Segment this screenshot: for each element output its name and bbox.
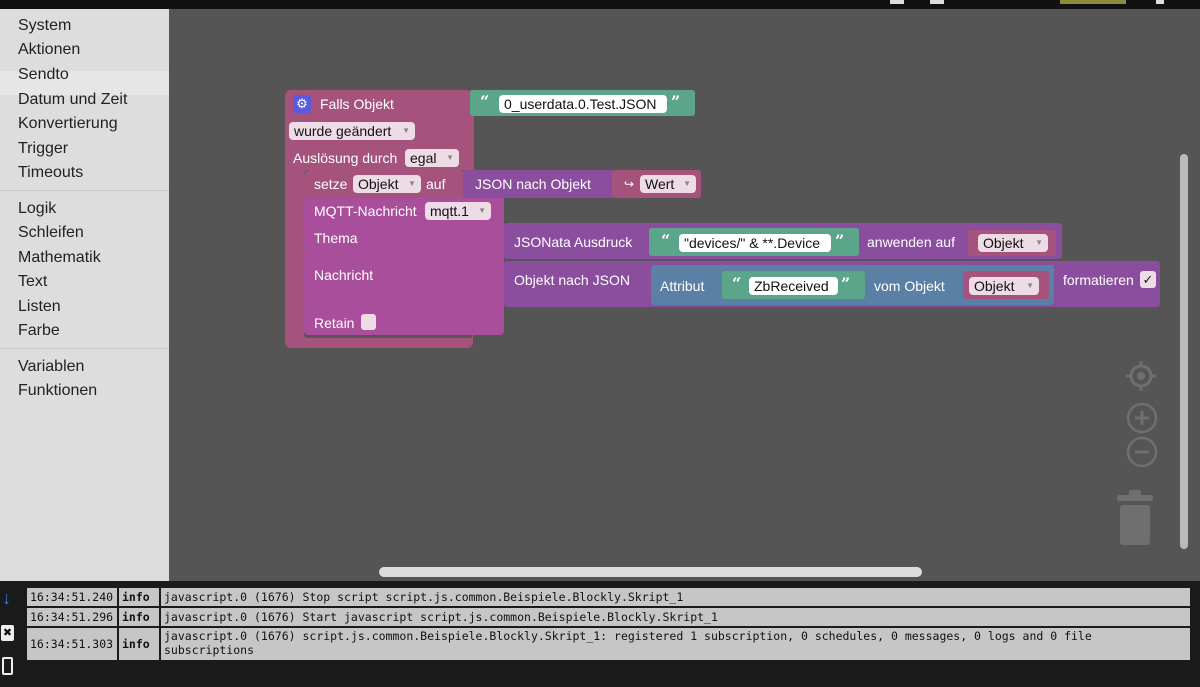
mqtt-message-block[interactable] <box>304 198 504 335</box>
category-trigger[interactable]: Trigger <box>18 140 69 157</box>
chevron-down-icon: ▼ <box>402 126 410 135</box>
log-message: javascript.0 (1676) Start javascript scr… <box>161 608 1190 626</box>
condition-dropdown[interactable]: wurde geändert ▼ <box>289 122 415 140</box>
log-time: 16:34:51.303 <box>27 628 117 660</box>
format-label: formatieren <box>1063 272 1134 288</box>
category-farbe[interactable]: Farbe <box>18 322 60 339</box>
chevron-down-icon: ▼ <box>408 179 416 188</box>
attribute-variable-value: Objekt <box>974 278 1015 294</box>
status-bar <box>1060 0 1126 4</box>
value-dropdown[interactable]: Wert ▼ <box>640 175 696 193</box>
log-message: javascript.0 (1676) Stop script script.j… <box>161 588 1190 606</box>
quote-open-icon: “ <box>661 231 671 250</box>
value-value: Wert <box>645 176 675 192</box>
log-level: info <box>119 628 159 660</box>
quote-close-icon: ” <box>835 231 845 250</box>
topic-label: Thema <box>314 230 358 246</box>
category-sendto[interactable]: Sendto <box>18 66 69 83</box>
category-timeouts[interactable]: Timeouts <box>18 164 84 181</box>
trigger-by-value: egal <box>410 150 437 166</box>
log-time: 16:34:51.240 <box>27 588 117 606</box>
attribute-variable-dropdown[interactable]: Objekt ▼ <box>969 277 1039 295</box>
mqtt-instance-dropdown[interactable]: mqtt.1 ▼ <box>425 202 491 220</box>
jsonata-expression-field[interactable]: "devices/" & **.Device <box>679 234 831 252</box>
message-label: Nachricht <box>314 267 374 283</box>
gear-icon[interactable]: ⚙ <box>293 95 311 113</box>
category-konvertierung[interactable]: Konvertierung <box>18 115 118 132</box>
json-to-object-block[interactable] <box>463 170 615 198</box>
attribute-label: Attribut <box>660 278 705 294</box>
trigger-title: Falls Objekt <box>320 96 394 112</box>
object-id-field[interactable]: 0_userdata.0.Test.JSON <box>499 95 667 113</box>
retain-checkbox[interactable] <box>361 314 376 330</box>
log-time: 16:34:51.296 <box>27 608 117 626</box>
category-schleifen[interactable]: Schleifen <box>18 224 84 241</box>
toolbox-separator <box>0 190 169 191</box>
to-label: auf <box>426 176 446 192</box>
trigger-by-dropdown[interactable]: egal ▼ <box>405 149 459 167</box>
workspace-vertical-scrollbar[interactable] <box>1180 154 1188 549</box>
blockly-workspace[interactable]: ⚙ Falls Objekt wurde geändert ▼ Auslösung… <box>169 9 1200 581</box>
quote-close-icon: ” <box>671 92 681 111</box>
toolbox-separator <box>0 348 169 349</box>
save-icon[interactable] <box>930 0 944 4</box>
jsonata-variable-dropdown[interactable]: Objekt ▼ <box>978 234 1048 252</box>
quote-open-icon: “ <box>480 92 490 111</box>
log-toolbar: ↓ ✖ <box>0 581 22 687</box>
menu-icon[interactable] <box>1156 0 1164 4</box>
attribute-field[interactable]: ZbReceived <box>749 277 838 295</box>
toolbox-selected-bg <box>0 71 169 95</box>
blockly-toolbox: System Aktionen Sendto Datum und Zeit Ko… <box>0 9 169 581</box>
trigger-block-edge <box>470 90 474 170</box>
log-level: info <box>119 588 159 606</box>
scroll-down-icon[interactable]: ↓ <box>2 588 11 608</box>
from-object-label: vom Objekt <box>874 278 945 294</box>
quote-open-icon: “ <box>732 274 742 293</box>
clear-log-icon[interactable]: ✖ <box>1 625 14 641</box>
jsonata-variable-value: Objekt <box>983 235 1024 251</box>
jsonata-label: JSONata Ausdruck <box>514 234 633 250</box>
category-datum[interactable]: Datum und Zeit <box>18 91 128 108</box>
chevron-down-icon: ▼ <box>446 153 454 162</box>
chevron-down-icon: ▼ <box>1035 238 1043 247</box>
object-to-json-label: Objekt nach JSON <box>514 272 630 288</box>
window-icon[interactable] <box>890 0 904 4</box>
condition-value: wurde geändert <box>294 123 392 139</box>
copy-log-icon[interactable] <box>2 657 13 675</box>
mqtt-instance-value: mqtt.1 <box>430 203 469 219</box>
category-logik[interactable]: Logik <box>18 200 57 217</box>
category-variablen[interactable]: Variablen <box>18 358 85 375</box>
top-bar <box>0 0 1200 9</box>
workspace-horizontal-scrollbar[interactable] <box>379 567 922 577</box>
set-variable-dropdown[interactable]: Objekt ▼ <box>353 175 421 193</box>
center-workspace-icon[interactable] <box>1126 361 1156 391</box>
return-icon: ↪ <box>624 177 635 191</box>
mqtt-label: MQTT-Nachricht <box>314 203 417 219</box>
zoom-out-icon[interactable] <box>1126 436 1158 468</box>
chevron-down-icon: ▼ <box>478 206 486 215</box>
chevron-down-icon: ▼ <box>1026 281 1034 290</box>
quote-close-icon: ” <box>841 274 851 293</box>
retain-label: Retain <box>314 315 355 331</box>
category-listen[interactable]: Listen <box>18 298 61 315</box>
log-row: 16:34:51.296 info javascript.0 (1676) St… <box>27 608 1190 626</box>
category-mathematik[interactable]: Mathematik <box>18 249 101 266</box>
zoom-in-icon[interactable] <box>1126 402 1158 434</box>
category-aktionen[interactable]: Aktionen <box>18 41 81 58</box>
set-label: setze <box>314 176 348 192</box>
category-system[interactable]: System <box>18 17 72 34</box>
category-text[interactable]: Text <box>18 273 48 290</box>
log-message: javascript.0 (1676) script.js.common.Bei… <box>161 628 1190 660</box>
category-funktionen[interactable]: Funktionen <box>18 382 98 399</box>
set-variable-value: Objekt <box>358 176 399 192</box>
log-level: info <box>119 608 159 626</box>
log-row: 16:34:51.303 info javascript.0 (1676) sc… <box>27 628 1190 660</box>
apply-to-label: anwenden auf <box>867 234 955 250</box>
trash-icon[interactable] <box>1113 489 1157 549</box>
json-to-object-label: JSON nach Objekt <box>475 176 591 192</box>
format-checkbox[interactable]: ✓ <box>1140 271 1156 288</box>
trigger-by-label: Auslösung durch <box>293 150 398 166</box>
log-row: 16:34:51.240 info javascript.0 (1676) St… <box>27 588 1190 606</box>
chevron-down-icon: ▼ <box>683 179 691 188</box>
